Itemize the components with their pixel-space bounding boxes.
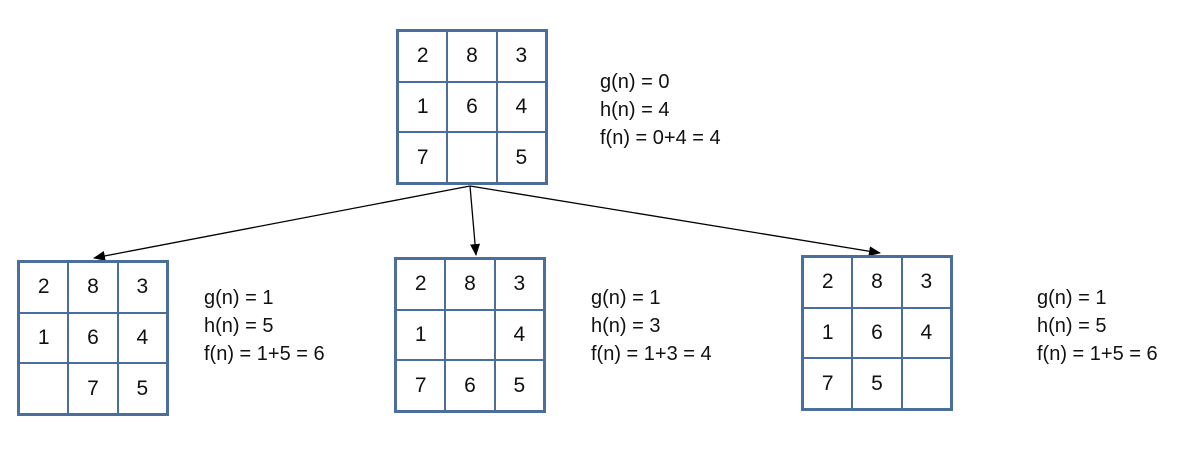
puzzle-cell: 1 bbox=[803, 307, 853, 359]
g-value: g(n) = 1 bbox=[1037, 287, 1107, 309]
puzzle-cell: 5 bbox=[496, 132, 546, 183]
g-value: g(n) = 1 bbox=[204, 287, 274, 309]
puzzle-cell: 1 bbox=[398, 81, 448, 133]
right-child-cost-label: g(n) = 1 h(n) = 5 f(n) = 1+5 = 6 bbox=[1037, 284, 1158, 368]
puzzle-cell: 1 bbox=[19, 312, 69, 364]
puzzle-cell: 6 bbox=[445, 360, 495, 411]
puzzle-cell: 4 bbox=[496, 81, 546, 133]
puzzle-cell: 8 bbox=[852, 257, 902, 308]
h-value: h(n) = 3 bbox=[591, 315, 661, 337]
puzzle-cell: 3 bbox=[494, 259, 544, 310]
h-value: h(n) = 5 bbox=[204, 315, 274, 337]
puzzle-cell: 8 bbox=[445, 259, 495, 310]
puzzle-cell: 4 bbox=[901, 307, 951, 359]
puzzle-cell: 5 bbox=[852, 358, 902, 409]
edge-root-to-right bbox=[469, 185, 881, 257]
puzzle-cell: 3 bbox=[117, 262, 167, 313]
puzzle-cell: 7 bbox=[398, 132, 448, 183]
puzzle-cell: 7 bbox=[68, 363, 118, 414]
puzzle-cell: 2 bbox=[803, 257, 853, 308]
puzzle-cell: 2 bbox=[398, 31, 448, 82]
puzzle-cell: 6 bbox=[447, 81, 497, 133]
puzzle-cell: 7 bbox=[803, 358, 853, 409]
puzzle-cell: 6 bbox=[852, 307, 902, 359]
puzzle-cell bbox=[447, 132, 497, 183]
puzzle-cell bbox=[901, 358, 951, 409]
puzzle-cell: 7 bbox=[396, 360, 446, 411]
puzzle-cell: 5 bbox=[494, 360, 544, 411]
left-child-cost-label: g(n) = 1 h(n) = 5 f(n) = 1+5 = 6 bbox=[204, 284, 325, 368]
g-value: g(n) = 1 bbox=[591, 287, 661, 309]
root-state-grid: 2 8 3 1 6 4 7 5 bbox=[396, 29, 548, 185]
right-child-grid: 2 8 3 1 6 4 7 5 bbox=[801, 255, 953, 411]
f-value: f(n) = 1+5 = 6 bbox=[204, 343, 325, 365]
puzzle-cell: 4 bbox=[117, 312, 167, 364]
puzzle-cell: 8 bbox=[68, 262, 118, 313]
puzzle-cell bbox=[19, 363, 69, 414]
g-value: g(n) = 0 bbox=[600, 71, 670, 93]
puzzle-cell: 8 bbox=[447, 31, 497, 82]
f-value: f(n) = 1+3 = 4 bbox=[591, 343, 712, 365]
middle-child-grid: 2 8 3 1 4 7 6 5 bbox=[394, 257, 546, 413]
edge-root-to-middle bbox=[469, 185, 481, 256]
puzzle-cell: 2 bbox=[396, 259, 446, 310]
puzzle-cell: 3 bbox=[901, 257, 951, 308]
puzzle-cell: 3 bbox=[496, 31, 546, 82]
puzzle-cell: 2 bbox=[19, 262, 69, 313]
puzzle-cell bbox=[445, 309, 495, 361]
puzzle-cell: 5 bbox=[117, 363, 167, 414]
edge-root-to-left bbox=[93, 185, 471, 261]
root-cost-label: g(n) = 0 h(n) = 4 f(n) = 0+4 = 4 bbox=[600, 68, 721, 152]
puzzle-cell: 6 bbox=[68, 312, 118, 364]
left-child-grid: 2 8 3 1 6 4 7 5 bbox=[17, 260, 169, 416]
puzzle-cell: 4 bbox=[494, 309, 544, 361]
h-value: h(n) = 4 bbox=[600, 99, 670, 121]
f-value: f(n) = 0+4 = 4 bbox=[600, 127, 721, 149]
middle-child-cost-label: g(n) = 1 h(n) = 3 f(n) = 1+3 = 4 bbox=[591, 284, 712, 368]
h-value: h(n) = 5 bbox=[1037, 315, 1107, 337]
f-value: f(n) = 1+5 = 6 bbox=[1037, 343, 1158, 365]
puzzle-cell: 1 bbox=[396, 309, 446, 361]
